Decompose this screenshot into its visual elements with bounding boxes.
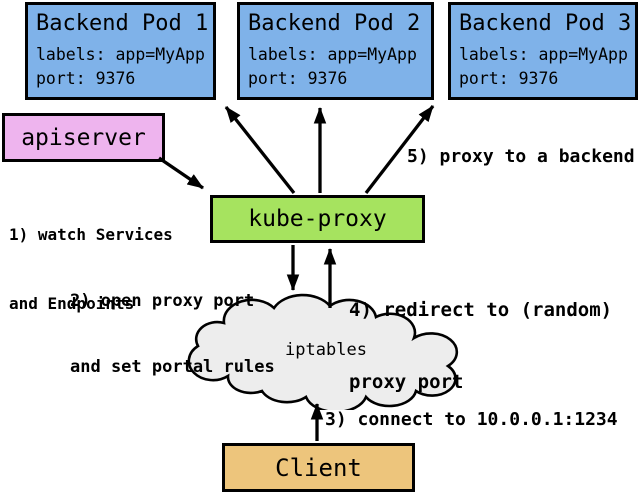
backend-pod-1-title: Backend Pod 1 bbox=[36, 11, 209, 36]
backend-pod-2-box: Backend Pod 2 labels: app=MyApp port: 93… bbox=[237, 2, 434, 100]
apiserver-box: apiserver bbox=[2, 113, 165, 162]
backend-pod-1-port: port: 9376 bbox=[36, 69, 136, 88]
backend-pod-3-labels: labels: app=MyApp bbox=[459, 45, 628, 64]
client-label: Client bbox=[275, 453, 362, 482]
kube-proxy-box: kube-proxy bbox=[210, 195, 425, 243]
backend-pod-2-labels: labels: app=MyApp bbox=[248, 45, 417, 64]
client-box: Client bbox=[222, 443, 415, 492]
backend-pod-2-title: Backend Pod 2 bbox=[248, 11, 421, 36]
annotation-step4-line2: proxy port bbox=[349, 371, 464, 393]
annotation-step3: 3) connect to 10.0.0.1:1234 bbox=[325, 409, 618, 430]
backend-pod-3-port: port: 9376 bbox=[459, 69, 559, 88]
annotation-step2-line1: 2) open proxy port bbox=[70, 291, 255, 311]
annotation-step1-line2: and Endpoints bbox=[9, 294, 135, 313]
annotation-step5: 5) proxy to a backend bbox=[407, 146, 635, 167]
backend-pod-1-box: Backend Pod 1 labels: app=MyApp port: 93… bbox=[25, 2, 216, 100]
arrow-kubeproxy-to-pod3 bbox=[364, 104, 435, 195]
kube-proxy-label: kube-proxy bbox=[248, 206, 387, 232]
annotation-step2: 2) open proxy port and set portal rules bbox=[70, 246, 275, 422]
annotation-step1: 1) watch Services and Endpoints bbox=[9, 177, 173, 361]
annotation-step4: 4) redirect to (random) proxy port bbox=[349, 250, 612, 442]
backend-pod-1-labels: labels: app=MyApp bbox=[36, 45, 205, 64]
backend-pod-3-box: Backend Pod 3 labels: app=MyApp port: 93… bbox=[448, 2, 638, 100]
arrow-apiserver-to-kubeproxy bbox=[158, 156, 204, 190]
annotation-step2-line2: and set portal rules bbox=[70, 357, 275, 377]
arrow-kubeproxy-to-pod1 bbox=[224, 105, 296, 195]
backend-pod-2-port: port: 9376 bbox=[248, 69, 348, 88]
annotation-step4-line1: 4) redirect to (random) bbox=[349, 299, 613, 321]
annotation-step1-line1: 1) watch Services bbox=[9, 225, 173, 244]
backend-pod-3-title: Backend Pod 3 bbox=[459, 11, 632, 36]
apiserver-label: apiserver bbox=[21, 124, 146, 151]
